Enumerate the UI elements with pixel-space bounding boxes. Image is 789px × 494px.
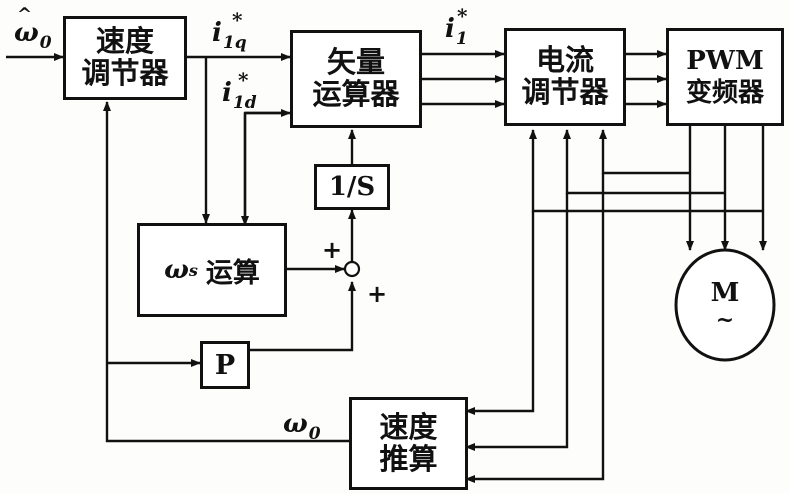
speed-regulator-label: 速度 调节器 [81, 24, 169, 90]
motor-symbol: M [710, 278, 740, 308]
slip-calc-text: 运算 [205, 257, 260, 289]
speed-estimator-block: 速度 推算 [349, 397, 468, 490]
i1-ref-symbol: i [445, 14, 455, 44]
sum-plus-top: + [322, 236, 343, 264]
current-regulator-label: 电流 调节器 [521, 43, 609, 109]
slip-calc-symbol: ω [164, 255, 189, 285]
speed-ref-hat: ^ [17, 4, 33, 25]
vector-calc-label: 矢量 运算器 [312, 45, 400, 111]
summing-junction [343, 260, 361, 278]
speed-estimator-label: 速度 推算 [379, 409, 438, 476]
iq-ref-star: * [232, 8, 243, 32]
sum-plus-bottom: + [367, 280, 388, 308]
line-id [243, 111, 288, 223]
i1-ref-star: * [457, 4, 468, 28]
speed-regulator-block: 速度 调节器 [63, 16, 187, 100]
current-regulator-block: 电流 调节器 [504, 28, 626, 126]
line-est-3 [465, 173, 605, 483]
id-ref-symbol: i [222, 78, 232, 108]
speed-fb-symbol: ω [283, 409, 308, 439]
iq-ref-symbol: i [212, 18, 222, 48]
gain-label: P [214, 349, 236, 381]
speed-ref-label: ω^ 0 [14, 6, 52, 53]
i1-ref-label: i1* [445, 6, 468, 49]
line-fb-3 [599, 129, 690, 175]
vector-calc-block: 矢量 运算器 [290, 30, 422, 128]
motor-circle [674, 248, 776, 362]
id-ref-label: i1d* [222, 70, 257, 113]
line-est-1 [465, 211, 535, 415]
iq-ref-label: i1q* [212, 10, 247, 53]
motor-ac-symbol: ~ [715, 307, 735, 333]
line-fb-2 [563, 129, 725, 195]
id-ref-subscript: 1d [232, 93, 257, 113]
speed-ref-subscript: 0 [39, 33, 52, 53]
line-p-to-sum [248, 281, 356, 352]
iq-ref-subscript: 1q [222, 33, 247, 53]
integrator-block: 1/S [314, 164, 390, 210]
speed-fb-subscript: 0 [308, 424, 321, 444]
speed-fb-label: ω0 [283, 411, 321, 443]
gain-block: P [200, 341, 250, 389]
pwm-inverter-block: PWM 变频器 [666, 28, 784, 126]
motor-label: M ~ [676, 280, 774, 332]
line-est-2 [465, 193, 569, 451]
line-speed-fb [103, 101, 349, 443]
speed-ref-symbol: ω [14, 18, 39, 48]
i1-ref-subscript: 1 [455, 29, 468, 49]
integrator-label: 1/S [328, 172, 376, 202]
id-ref-star: * [238, 68, 249, 92]
slip-calc-subscript: s [188, 260, 198, 280]
pwm-inverter-label: PWM 变频器 [685, 45, 764, 109]
